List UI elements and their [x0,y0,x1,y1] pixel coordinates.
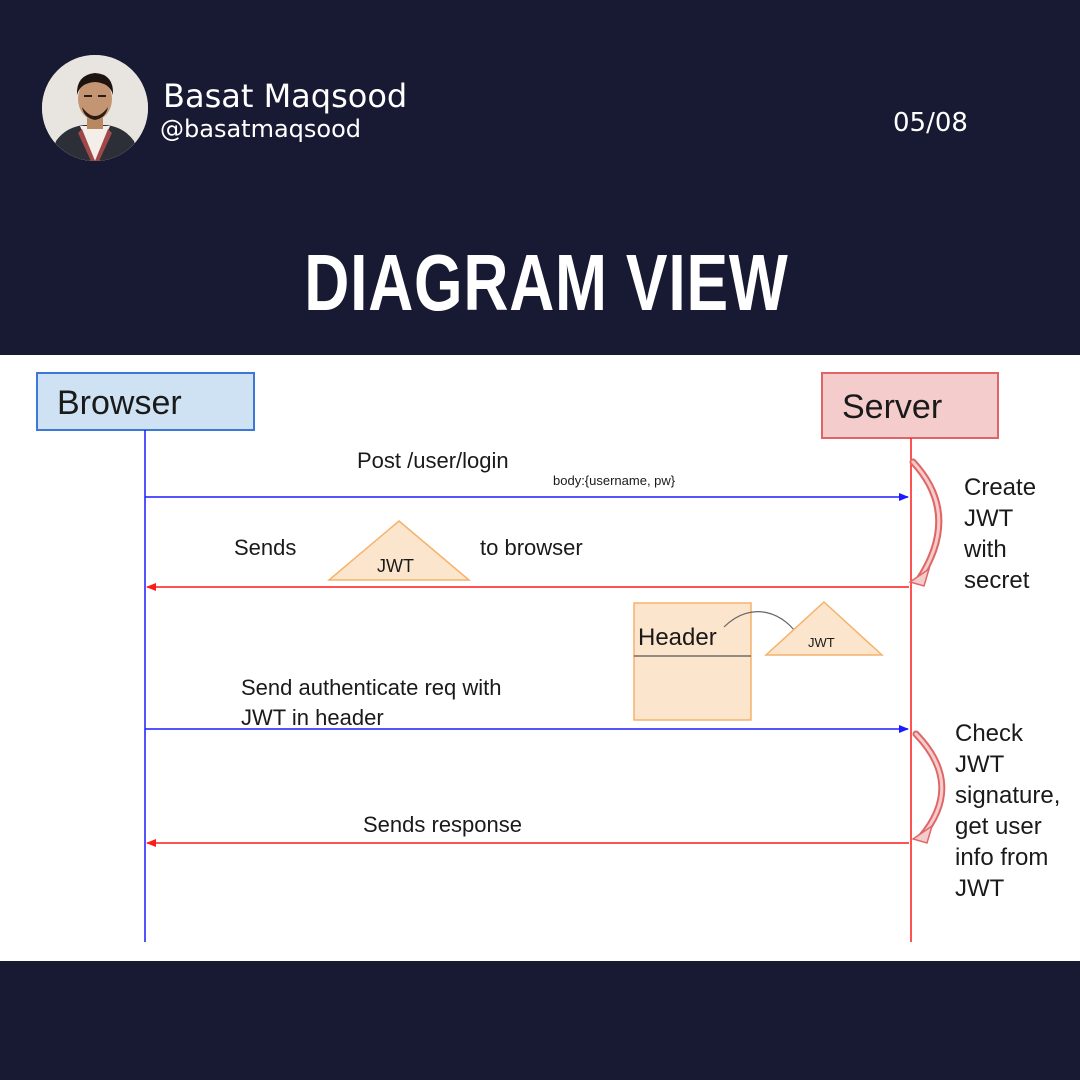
participant-server-label: Server [842,388,942,426]
auth-request-line: JWT in header [241,705,384,730]
auth-request-line: Send authenticate req with [241,675,502,700]
check-jwt-line: JWT [955,875,1005,902]
check-jwt-arrowhead [911,824,934,844]
to-browser-label: to browser [480,535,583,560]
response-label: Sends response [363,812,522,837]
jwt-token-triangle [326,520,472,581]
header-jwt-label: JWT [808,635,835,650]
page-counter: 05/08 [893,108,968,138]
participant-browser: Browser [36,372,255,431]
check-jwt-line: JWT [955,751,1005,778]
login-body-label: body:{username, pw} [553,473,676,488]
check-jwt-line: Check [955,720,1024,747]
participant-browser-label: Browser [57,384,182,422]
message-login: Post /user/login body:{username, pw} [145,448,909,501]
message-send-jwt: Sends JWT to browser [146,520,909,591]
message-response: Sends response [146,812,909,847]
page-title: DIAGRAM VIEW [304,238,789,327]
header-jwt-triangle [764,600,884,656]
create-jwt-line: with [963,536,1007,563]
check-jwt-line: get user [955,813,1042,840]
participant-server: Server [821,372,999,439]
author-name: Basat Maqsood [163,77,408,115]
jwt-token-label: JWT [377,556,414,576]
create-jwt-line: secret [964,567,1030,594]
header-box: Header JWT [633,600,884,721]
check-jwt-line: signature, [955,782,1060,809]
create-jwt-line: JWT [964,505,1014,532]
create-jwt-line: Create [964,474,1036,501]
author-handle: @basatmaqsood [160,115,361,143]
create-jwt-note-text: Create JWT with secret [963,474,1043,594]
sequence-diagram: Browser Server Post /user/login body:{us… [36,372,1067,942]
author-avatar [42,55,148,161]
slide-header: Basat Maqsood @basatmaqsood 05/08 DIAGRA… [0,0,1080,355]
create-jwt-arrowhead [908,567,931,587]
auth-request-label: Send authenticate req with JWT in header [241,675,508,730]
sends-label: Sends [234,535,296,560]
note-create-jwt: Create JWT with secret [908,458,1043,594]
header-box-label: Header [638,624,717,651]
check-jwt-note-text: Check JWT signature, get user info from … [955,720,1067,902]
diagram-panel: Browser Server Post /user/login body:{us… [0,355,1080,961]
login-label: Post /user/login [357,448,509,473]
header-box-rect [633,602,752,721]
note-check-jwt: Check JWT signature, get user info from … [911,720,1067,902]
message-auth-request: Send authenticate req with JWT in header [145,675,909,733]
avatar-image [42,55,148,161]
check-jwt-line: info from [955,844,1048,871]
